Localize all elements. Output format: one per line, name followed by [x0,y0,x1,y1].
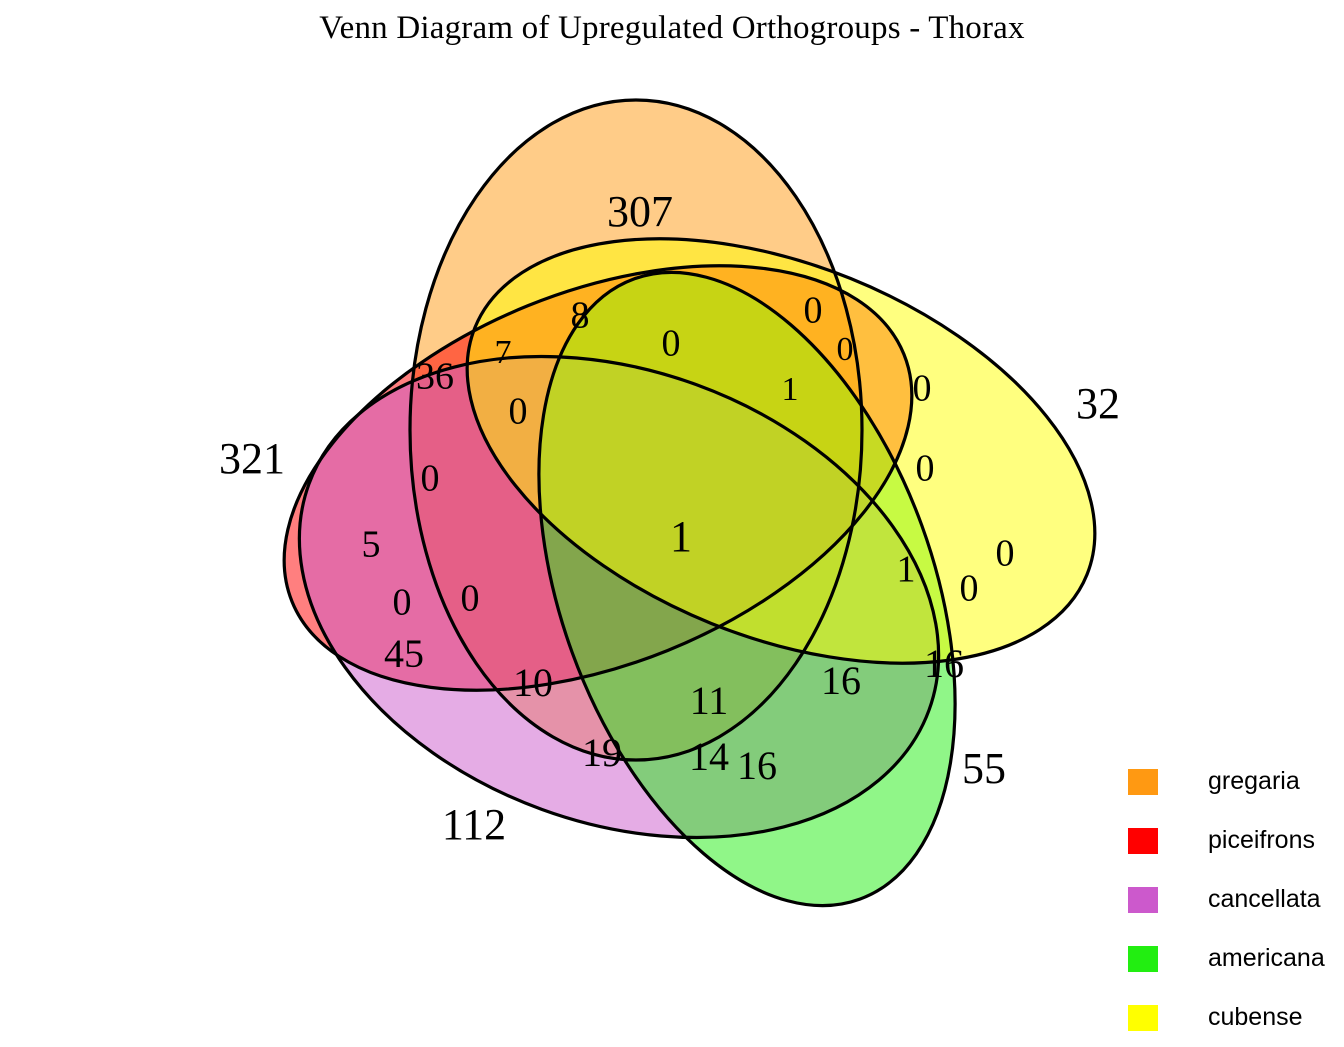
venn-ellipse-piceifrons [282,264,914,692]
region-count: 5 [362,524,381,566]
page-title: Venn Diagram of Upregulated Orthogroups … [319,10,1025,46]
venn-ellipse-cubense [467,238,1095,664]
legend-label-cancellata: cancellata [1208,885,1321,913]
legend-swatch-cubense [1128,1004,1158,1031]
region-count: 45 [384,631,424,676]
legend-item-piceifrons: piceifrons [1128,811,1344,870]
ellipse-outline-group [282,98,1097,908]
region-count: 0 [393,582,412,624]
region-count: 0 [804,290,823,332]
region-count: 11 [690,678,729,723]
legend-item-cubense: cubense [1128,988,1344,1047]
region-count: 1 [897,549,916,591]
region-count: 0 [916,448,935,490]
legend-item-cancellata: cancellata [1128,870,1344,929]
region-count: 32 [1076,379,1120,428]
region-count: 16 [821,658,861,703]
legend-item-americana: americana [1128,929,1344,988]
region-count: 321 [219,434,285,483]
legend-swatch-cancellata [1128,886,1158,913]
legend-label-gregaria: gregaria [1208,767,1300,795]
legend-item-gregaria: gregaria [1128,752,1344,811]
legend-label-piceifrons: piceifrons [1208,826,1315,854]
region-count: 19 [582,730,622,775]
legend-label-americana: americana [1208,944,1325,972]
region-count: 14 [689,734,729,779]
region-count: 7 [495,334,512,371]
venn-ellipse-cancellata [297,354,941,840]
region-count: 10 [513,660,553,705]
region-count: 0 [509,391,528,433]
region-count: 55 [962,744,1006,793]
venn-ellipse-gregaria [408,98,864,762]
venn-ellipse-americana [537,270,957,908]
region-count: 0 [837,331,854,368]
venn-ellipse-cubense [465,237,1097,665]
region-count: 0 [662,323,681,365]
region-count: 8 [571,295,590,337]
legend-swatch-americana [1128,945,1158,972]
region-count: 16 [737,743,777,788]
legend-swatch-piceifrons [1128,827,1158,854]
region-count: 0 [461,578,480,620]
region-count: 307 [607,187,673,236]
region-count: 0 [421,458,440,500]
region-count: 0 [996,533,1015,575]
region-count: 16 [924,641,964,686]
region-count: 1 [670,512,692,561]
region-count: 36 [416,356,454,398]
region-count: 1 [782,371,799,408]
legend-label-cubense: cubense [1208,1003,1303,1031]
region-count: 0 [913,368,932,410]
legend: gregaria piceifrons cancellata americana cub… [1128,752,1344,1047]
region-count: 112 [442,800,506,849]
venn-diagram-figure: Venn Diagram of Upregulated Orthogroups … [219,10,1325,1031]
region-count: 0 [960,568,979,610]
legend-swatch-gregaria [1128,768,1158,795]
